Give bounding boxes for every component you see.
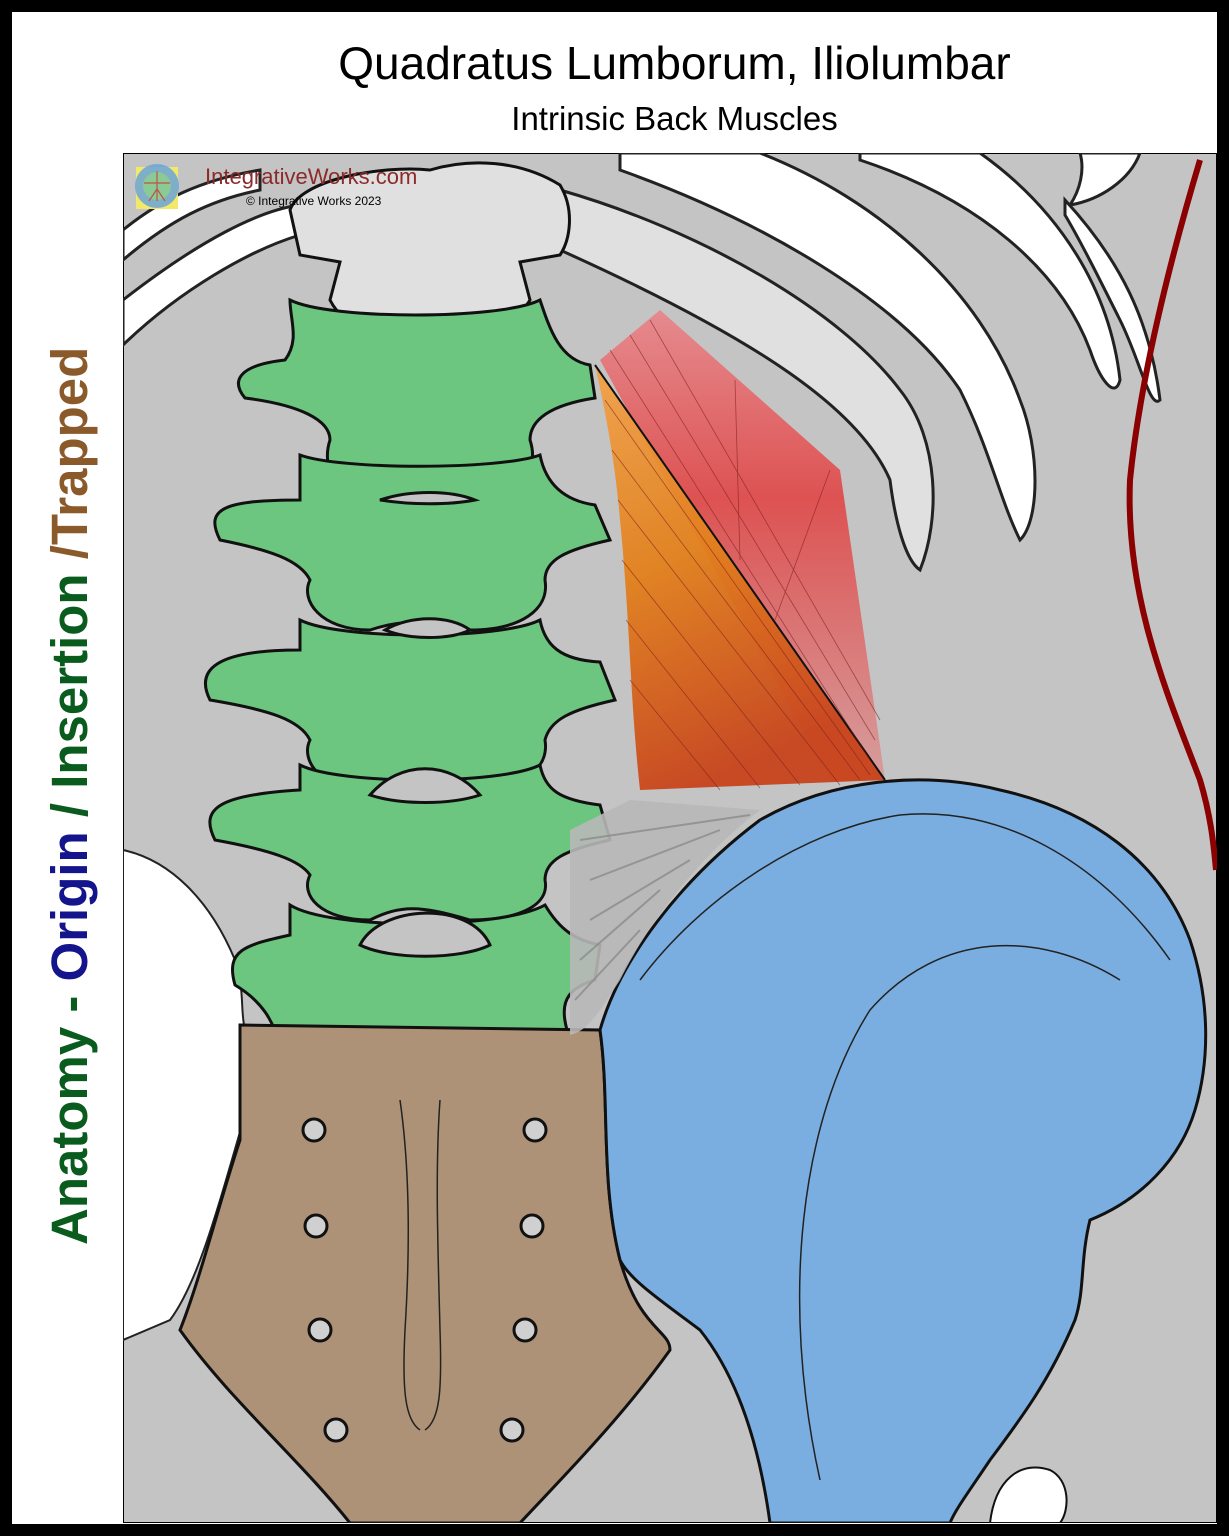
logo-icon: [134, 161, 180, 211]
sacral-crest: [399, 1099, 442, 1431]
legend-label: Anatomy - Origin / Insertion /Trapped: [40, 285, 99, 1245]
brand-name: IntegrativeWorks.com: [205, 164, 418, 189]
ribs: [123, 153, 1162, 573]
legend-anatomy: Anatomy -: [41, 981, 98, 1245]
lumbar-vertebrae: [204, 297, 618, 1081]
femur-head: [988, 1466, 1068, 1523]
legend-insertion: Insertion: [41, 573, 98, 789]
iliolumbar-ligament: [570, 800, 760, 1035]
right-ilium: [598, 778, 1208, 1523]
ilium-line: [639, 813, 1171, 981]
sacral-foramina: [301, 1117, 548, 1443]
quadratus-lumborum-medial: [595, 365, 885, 790]
page-title: Quadratus Lumborum, Iliolumbar: [338, 37, 1011, 89]
intervertebral-spaces: [357, 491, 492, 958]
copyright-notice: © Integrative Works 2023: [246, 194, 382, 208]
left-ilium: [123, 848, 257, 1342]
legend-origin: Origin: [41, 831, 98, 982]
quadratus-lumborum-lateral: [600, 310, 885, 780]
anatomy-diagram: [123, 153, 1217, 1523]
page-subtitle: Intrinsic Back Muscles: [511, 100, 838, 137]
legend-separator: /: [41, 788, 98, 832]
skin-outline: [1126, 159, 1217, 871]
legend-trapped: /Trapped: [41, 346, 98, 574]
